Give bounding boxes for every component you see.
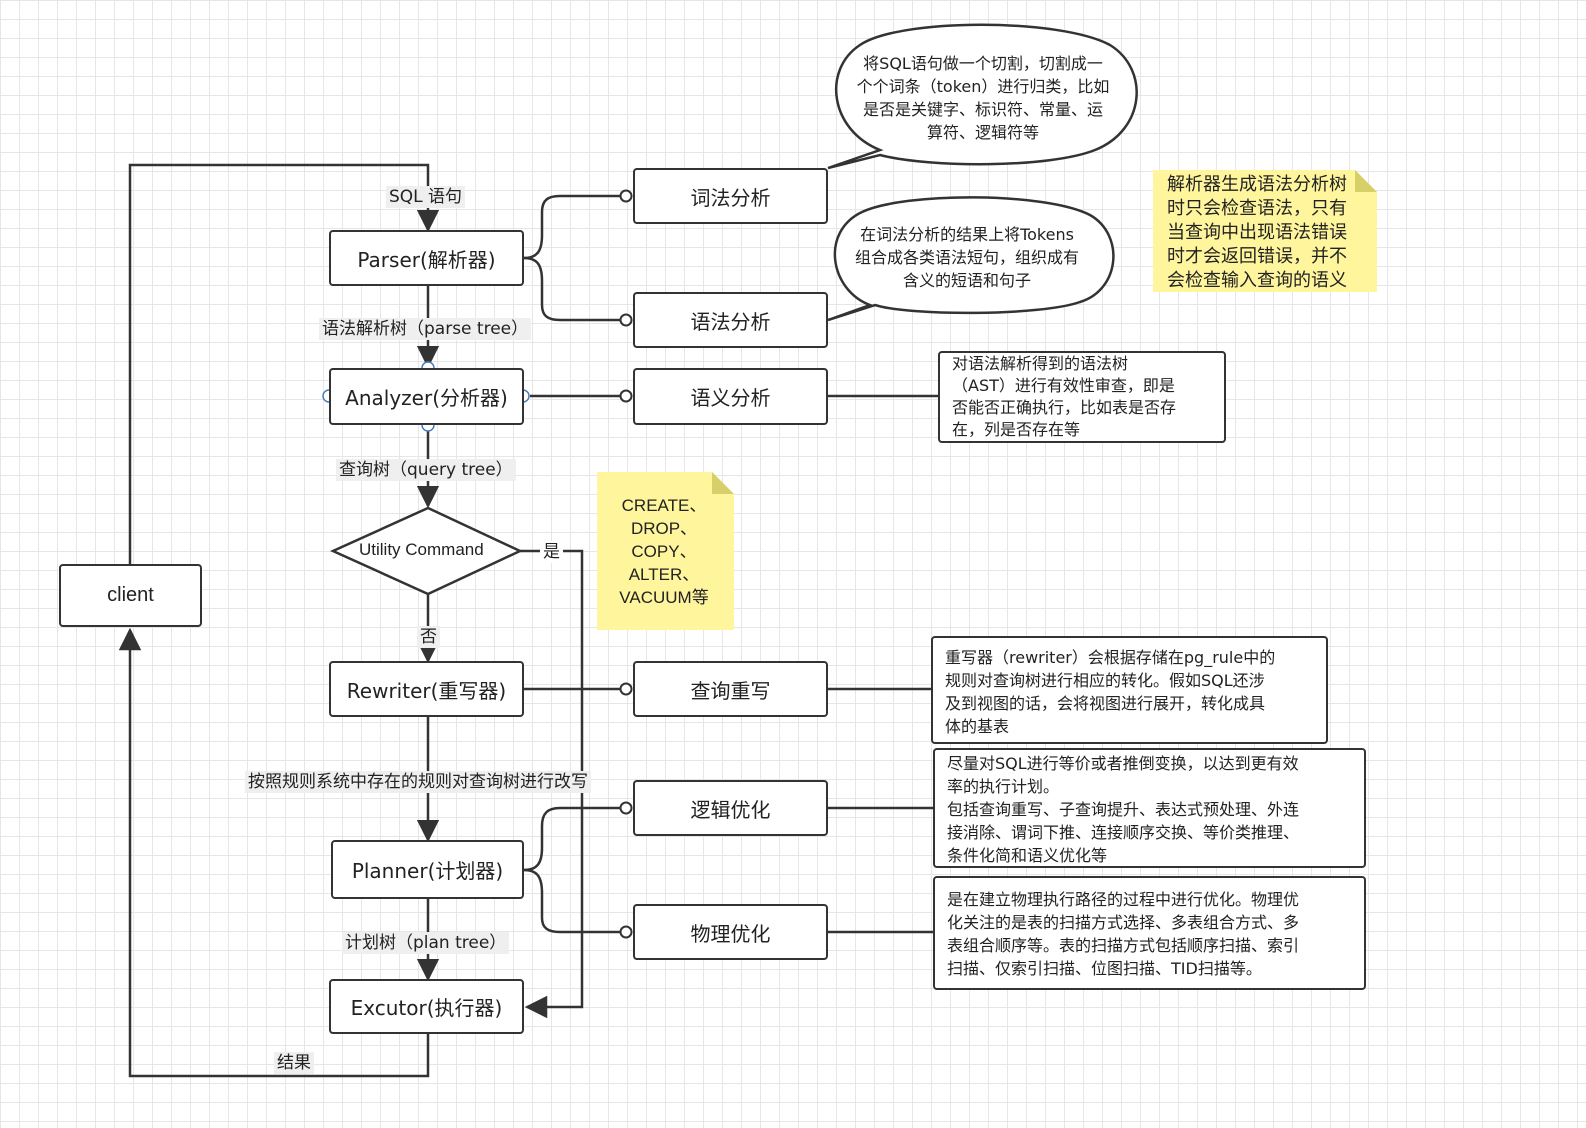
utility-sticky-shape — [597, 472, 734, 630]
semantic-note: 对语法解析得到的语法树 （AST）进行有效性审查，即是 否能否正确执行，比如表是… — [938, 351, 1226, 443]
edge-client-parser — [128, 163, 440, 565]
rewrite-rule-label: 按照规则系统中存在的规则对查询树进行改写 — [245, 771, 591, 793]
edge-planner-logical — [523, 806, 620, 872]
lexical-analysis-node[interactable]: 词法分析 — [633, 168, 828, 224]
parse-tree-label: 语法解析树（parse tree） — [319, 318, 532, 340]
query-rewrite-node[interactable]: 查询重写 — [633, 661, 828, 717]
result-label: 结果 — [274, 1052, 314, 1074]
query-tree-label: 查询树（query tree） — [336, 459, 516, 481]
semantic-analysis-node[interactable]: 语义分析 — [633, 368, 828, 425]
yes-label: 是 — [540, 541, 563, 563]
syntax-bubble-shape — [827, 196, 1115, 322]
utility-diamond-shape — [329, 506, 523, 596]
planner-node[interactable]: Planner(计划器) — [331, 840, 524, 899]
logical-optimization-node[interactable]: 逻辑优化 — [633, 780, 828, 836]
parser-sticky: 解析器生成语法分析树 时只会检查语法，只有 当查询中出现语法错误 时才会返回错误… — [1167, 174, 1347, 291]
rewrite-note: 重写器（rewriter）会根据存储在pg_rule中的 规则对查询树进行相应的… — [931, 636, 1328, 744]
physical-optimization-node[interactable]: 物理优化 — [633, 904, 828, 960]
edge-parser-syntax — [523, 256, 620, 322]
syntax-analysis-node[interactable]: 语法分析 — [633, 292, 828, 348]
sql-statement-label: SQL 语句 — [386, 186, 466, 208]
client-node[interactable]: client — [59, 564, 202, 627]
syntax-bubble: 在词法分析的结果上将Tokens 组合成各类语法短句，组织成有 含义的短语和句子 — [854, 225, 1079, 290]
no-label: 否 — [417, 626, 440, 648]
executor-node[interactable]: Excutor(执行器) — [329, 979, 524, 1034]
parser-sticky-shape — [1153, 170, 1377, 292]
rewriter-node[interactable]: Rewriter(重写器) — [329, 661, 524, 717]
physical-note: 是在建立物理执行路径的过程中进行优化。物理优 化关注的是表的扫描方式选择、多表组… — [933, 876, 1366, 990]
logical-note: 尽量对SQL进行等价或者推倒变换，以达到更有效 率的执行计划。 包括查询重写、子… — [933, 748, 1366, 868]
parser-node[interactable]: Parser(解析器) — [329, 230, 524, 286]
lexical-bubble: 将SQL语句做一个切割，切割成一 个个词条（token）进行归类，比如 是否是关… — [856, 54, 1110, 142]
edge-parser-lexical — [523, 194, 620, 260]
lexical-bubble-shape — [827, 23, 1138, 170]
utility-command-node[interactable]: Utility Command — [359, 540, 484, 559]
edge-planner-physical — [523, 868, 620, 934]
edge-result-client — [118, 627, 430, 1078]
plan-tree-label: 计划树（plan tree） — [342, 932, 510, 954]
analyzer-node[interactable]: Analyzer(分析器) — [329, 368, 524, 425]
utility-sticky: CREATE、 DROP、 COPY、 ALTER、 VACUUM等 — [619, 496, 709, 607]
